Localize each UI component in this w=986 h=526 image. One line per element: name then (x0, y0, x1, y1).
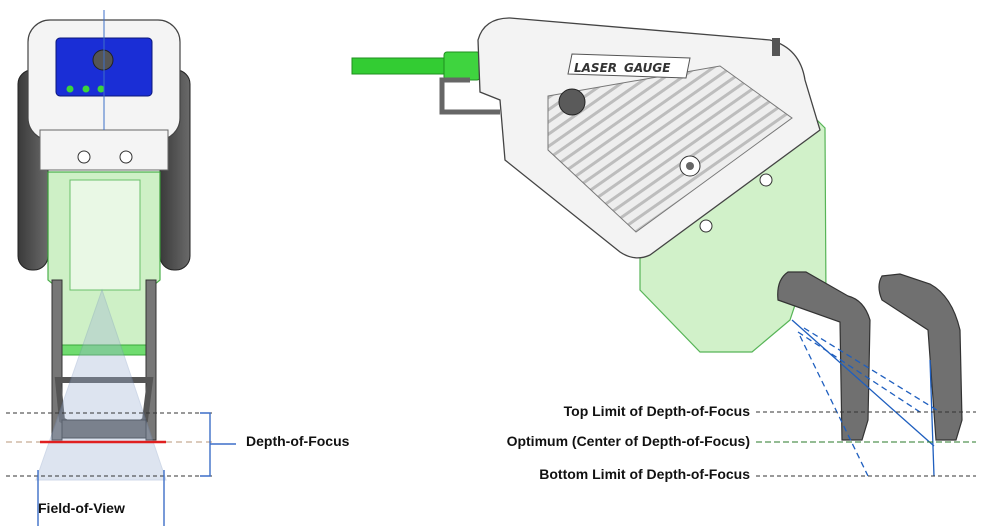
cable-connector (443, 51, 481, 81)
mount-hole-icon (77, 150, 91, 164)
handle-hook (439, 77, 500, 115)
led-icon (97, 85, 105, 93)
beam-solid (791, 319, 935, 447)
ribbed-panel (547, 65, 793, 233)
top-limit-label: Top Limit of Depth-of-Focus (563, 403, 750, 419)
bottom-limit-label: Bottom Limit of Depth-of-Focus (539, 466, 750, 482)
depth-of-focus-label: Depth-of-Focus (246, 433, 350, 449)
field-of-view-label: Field-of-View (38, 500, 125, 516)
beam-dashed (797, 331, 921, 413)
led-icon (82, 85, 90, 93)
side-view: LASER GAUGE (351, 17, 976, 477)
logo-right: GAUGE (624, 61, 671, 75)
logo-plate (567, 53, 691, 79)
front-view (6, 10, 236, 526)
side-knob (772, 38, 780, 56)
mount-hole-icon (699, 219, 713, 233)
side-jaw-left (777, 271, 871, 441)
knob-icon (92, 49, 114, 71)
trigger-button-icon (558, 88, 586, 116)
mount-hole-icon (759, 173, 773, 187)
front-bracket-window (69, 179, 141, 291)
screw-icon (686, 162, 694, 170)
field-of-view-cone (35, 288, 167, 481)
dof-bracket (200, 412, 236, 477)
led-icon (66, 85, 74, 93)
mount-hole-icon (119, 150, 133, 164)
beam-dashed (803, 327, 941, 413)
optimum-label: Optimum (Center of Depth-of-Focus) (506, 433, 750, 449)
logo-left: LASER (574, 61, 617, 75)
cable (351, 57, 449, 75)
front-lower-body (39, 129, 169, 171)
side-jaw-right (878, 273, 963, 441)
front-foot (61, 419, 147, 439)
beam-dashed (799, 335, 869, 477)
beam-receiver (929, 359, 935, 477)
